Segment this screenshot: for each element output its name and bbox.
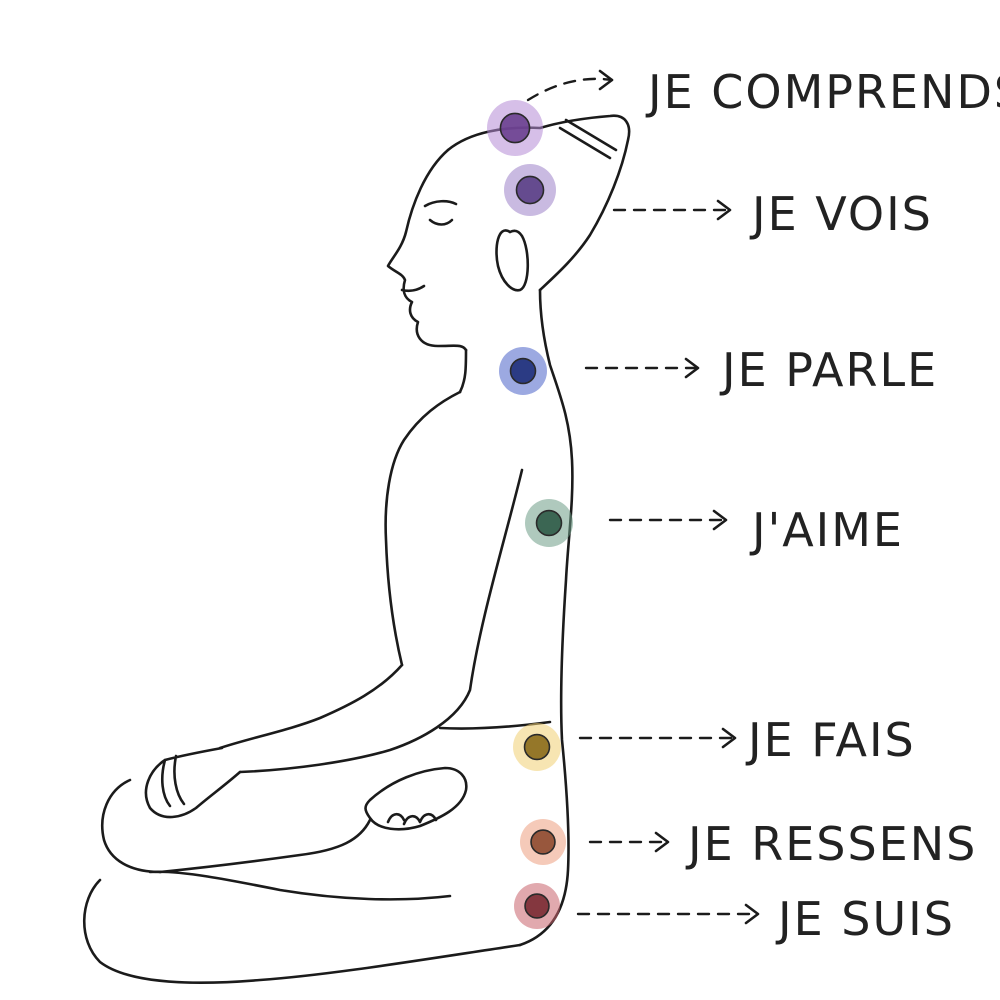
- hands: [144, 746, 242, 819]
- chakra-labels: JE COMPRENDS JE VOIS JE PARLE J'AIME JE FAIS…: [645, 65, 1000, 946]
- arrow-head-icon: [654, 831, 670, 853]
- chakra-label: JE SUIS: [775, 892, 955, 946]
- ear: [495, 229, 530, 292]
- chakra-label: JE RESSENS: [685, 817, 977, 871]
- forearm: [218, 663, 404, 750]
- chakra-arrows: [526, 69, 760, 925]
- eyebrow: [423, 199, 458, 208]
- chakra-core: [500, 113, 530, 143]
- chakra-core: [525, 894, 549, 918]
- arm: [238, 468, 524, 774]
- chakra-core: [531, 830, 555, 854]
- dashed-arrow: [526, 77, 614, 102]
- chakra-core: [524, 734, 550, 760]
- lap-thigh: [101, 778, 162, 874]
- chakra-ring: [509, 357, 537, 385]
- legs-crossed: [82, 818, 522, 984]
- chakra-label: JE COMPRENDS: [645, 65, 1000, 119]
- chakra-core: [510, 358, 536, 384]
- cap-band: [558, 118, 618, 160]
- chakra-ring: [515, 175, 545, 205]
- arrow-head-icon: [716, 199, 732, 221]
- closed-eye: [428, 218, 454, 226]
- shin: [148, 870, 452, 901]
- chakra-ring: [523, 733, 551, 761]
- toes: [386, 812, 438, 826]
- chest-line: [384, 390, 462, 667]
- back-line: [518, 288, 574, 947]
- chakra-ring: [524, 893, 550, 919]
- chakra-points: [487, 100, 573, 929]
- mouth: [400, 284, 426, 293]
- chakra-core: [516, 176, 544, 204]
- arrow-head-icon: [598, 69, 614, 91]
- chakra-label: J'AIME: [749, 503, 904, 557]
- arrow-head-icon: [684, 357, 700, 379]
- chakra-ring: [530, 829, 556, 855]
- chakra-core: [536, 510, 562, 536]
- arrow-head-icon: [721, 727, 737, 749]
- arrow-head-icon: [712, 509, 728, 531]
- face-profile: [386, 148, 468, 352]
- neck-front: [458, 348, 468, 394]
- chakra-label: JE VOIS: [749, 187, 933, 241]
- arrow-head-icon: [744, 903, 760, 925]
- chakra-ring: [499, 112, 531, 144]
- chakra-ring: [535, 509, 563, 537]
- chakra-label: JE PARLE: [719, 343, 938, 397]
- foot: [364, 766, 468, 831]
- chakra-label: JE FAIS: [745, 713, 916, 767]
